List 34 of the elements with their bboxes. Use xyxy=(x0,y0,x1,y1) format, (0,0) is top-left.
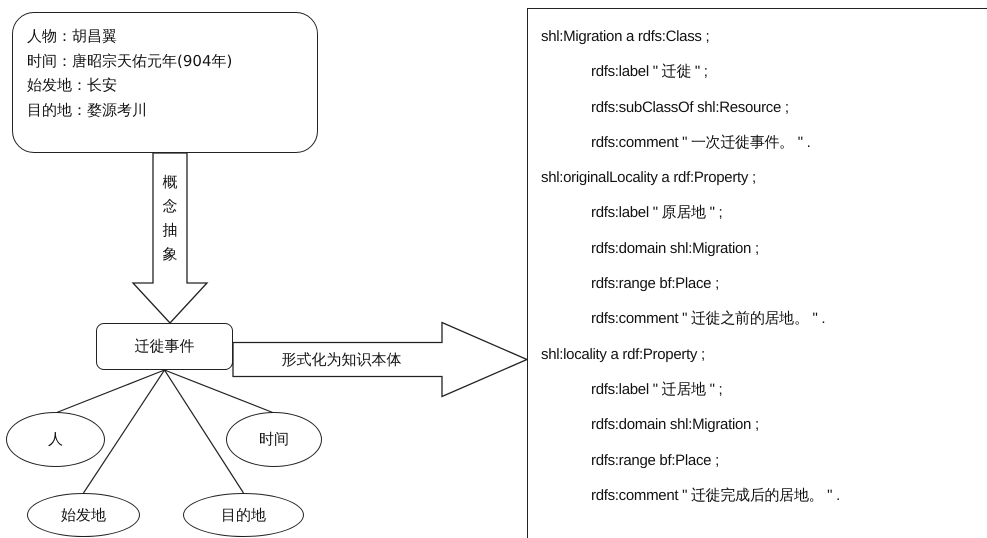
node-text: 始发地 xyxy=(61,504,106,526)
block-arrow xyxy=(232,322,529,398)
code-line: rdfs:comment " 迁徙之前的居地。 " . xyxy=(590,309,826,330)
node-text: 时间：唐昭宗天佑元年(904年) xyxy=(27,50,232,72)
node-text: 人 xyxy=(48,429,63,450)
code-line: rdfs:domain shl:Migration ; xyxy=(590,238,759,259)
connector-line xyxy=(83,370,165,494)
code-line: rdfs:subClassOf shl:Resource ; xyxy=(590,98,789,118)
code-line: shl:locality a rdf:Property ; xyxy=(540,344,705,365)
edge-label: 形式化为知识本体 xyxy=(282,350,402,369)
code-line: shl:Migration a rdfs:Class ; xyxy=(540,27,710,47)
code-line: rdfs:label " 迁居地 " ; xyxy=(590,380,722,400)
node-text: 始发地：长安 xyxy=(27,75,117,96)
node-text: 时间 xyxy=(259,429,289,450)
code-line: rdfs:comment " 一次迁徙事件。 " . xyxy=(590,132,811,153)
node-text: 人物：胡昌翼 xyxy=(27,26,117,47)
code-line: rdfs:comment " 迁徙完成后的居地。 " . xyxy=(590,486,840,506)
node-text: 目的地：婺源考川 xyxy=(27,100,147,120)
node-text: 迁徙事件 xyxy=(134,336,194,358)
edge-label: 概念抽象 xyxy=(162,172,178,265)
code-line: rdfs:label " 迁徙 " ; xyxy=(590,62,708,82)
node-text: 目的地 xyxy=(221,504,266,526)
connector-line xyxy=(164,370,244,494)
code-panel xyxy=(527,8,987,538)
code-line: rdfs:domain shl:Migration ; xyxy=(590,415,759,436)
code-line: rdfs:label " 原居地 " ; xyxy=(590,203,722,224)
info-card xyxy=(12,12,318,153)
connector-line xyxy=(55,369,165,414)
block-arrow xyxy=(132,152,208,324)
concept-box xyxy=(96,323,233,370)
connector-line xyxy=(164,369,274,414)
code-line: rdfs:range bf:Place ; xyxy=(590,450,719,471)
code-line: shl:originalLocality a rdf:Property ; xyxy=(540,168,756,188)
code-line: rdfs:range bf:Place ; xyxy=(590,274,719,294)
